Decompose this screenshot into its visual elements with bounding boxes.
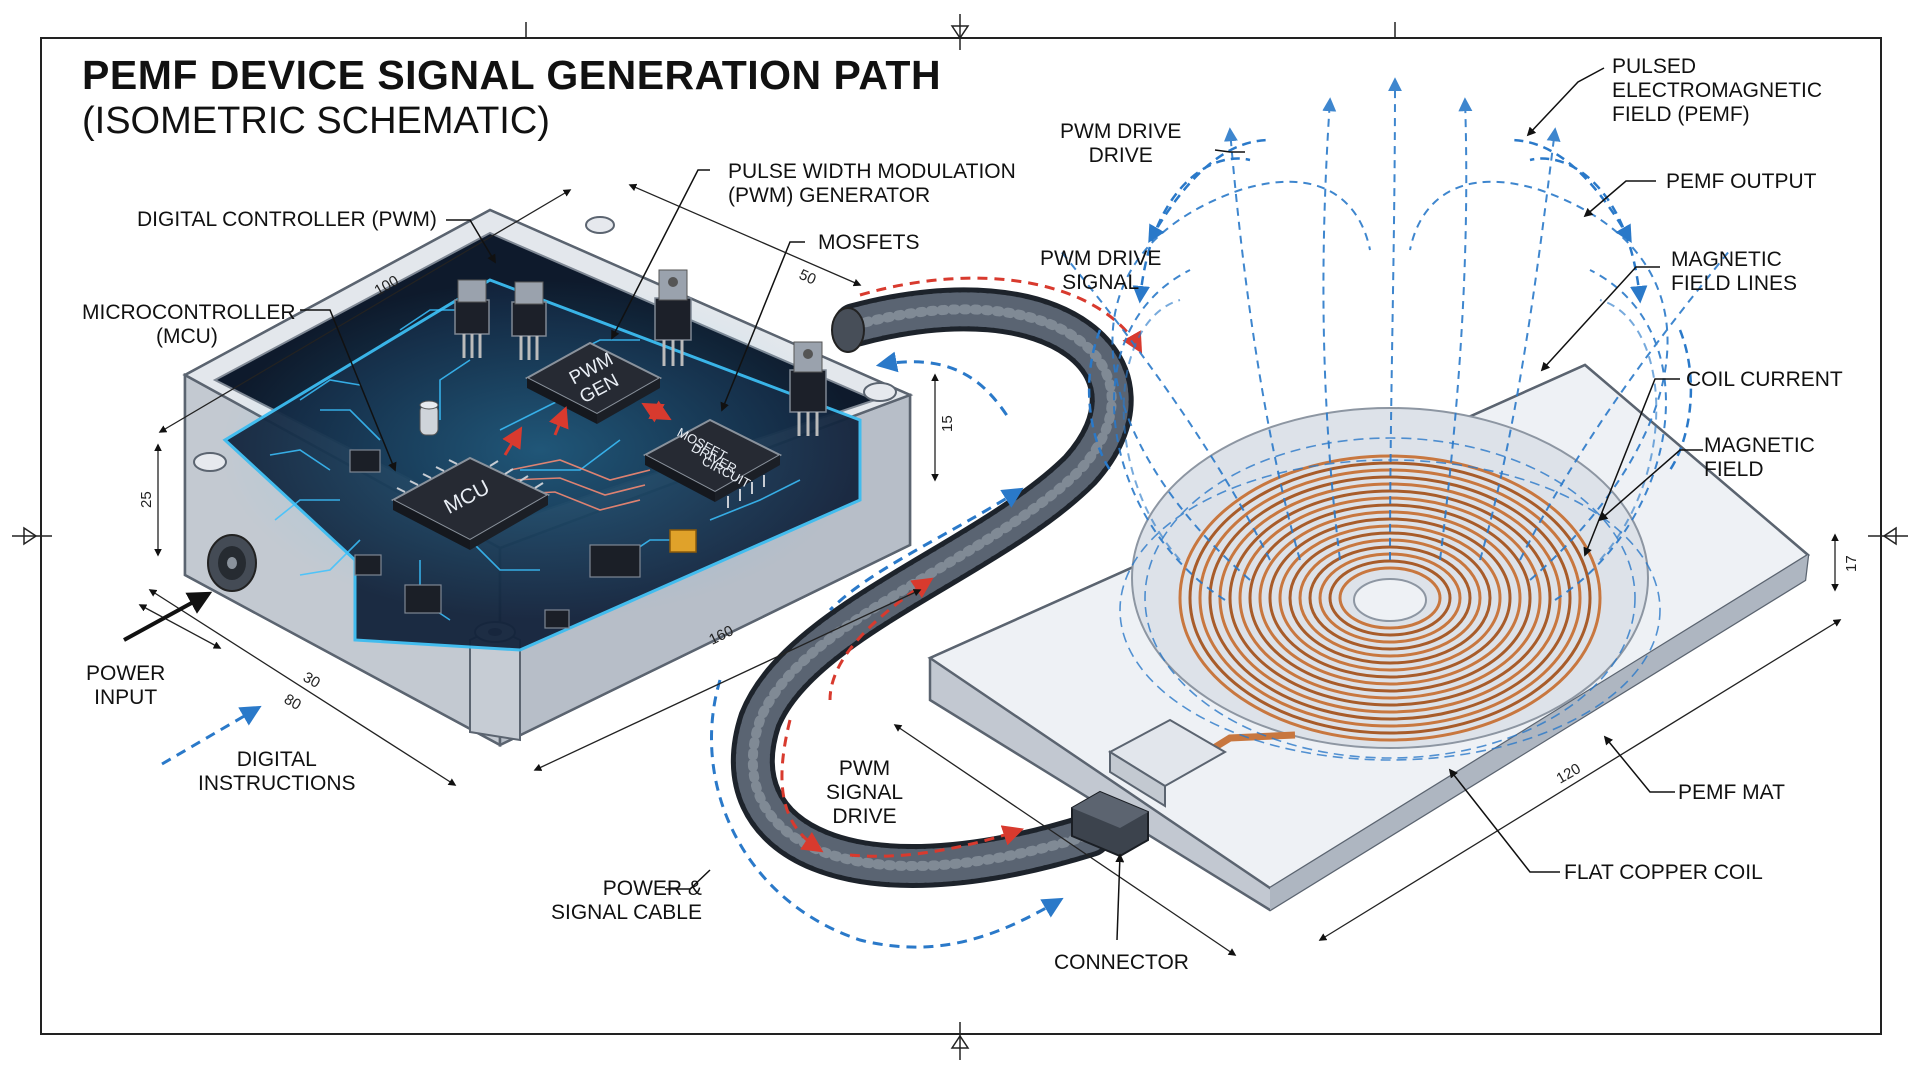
dimension-lines <box>138 183 1842 956</box>
label-pwm-drive-signal: PWM DRIVE SIGNAL <box>1040 247 1162 294</box>
digital-instructions-arrow <box>161 705 262 766</box>
crystal <box>669 529 697 553</box>
label-pwm-signal-drive: PWM SIGNAL DRIVE <box>826 757 904 828</box>
power-jack <box>207 534 257 592</box>
label-magnetic-field-lines: MAGNETIC FIELD LINES <box>1671 248 1798 295</box>
label-magnetic-field: MAGNETIC FIELD <box>1704 434 1815 481</box>
label-coil-current: COIL CURRENT <box>1686 368 1843 391</box>
dim-base-front: 30 <box>300 669 323 692</box>
label-digital-instructions: DIGITAL INSTRUCTIONS <box>198 748 356 795</box>
label-pemf-mat: PEMF MAT <box>1678 781 1785 804</box>
dim-wall-height: 15 <box>939 415 956 432</box>
dim-mat-thickness: 17 <box>1843 555 1860 572</box>
label-pulsed-field: PULSED ELECTROMAGNETIC FIELD (PEMF) <box>1612 55 1823 126</box>
label-digital-controller: DIGITAL CONTROLLER (PWM) <box>137 208 437 231</box>
mosfet-driver-chip: MOSFET DRIVER CIRCUIT <box>642 418 783 508</box>
dim-box-width: 50 <box>796 266 818 288</box>
label-power-signal-cable: POWER & SIGNAL CABLE <box>551 877 702 924</box>
label-power-input: POWER INPUT <box>86 662 166 709</box>
mosfet-2 <box>789 341 827 436</box>
leader-lines <box>300 67 1703 941</box>
label-microcontroller: MICROCONTROLLER (MCU) <box>82 301 296 348</box>
frame-ticks <box>12 14 1908 1060</box>
label-pemf-output: PEMF OUTPUT <box>1666 170 1817 193</box>
power-input-arrow <box>123 591 213 642</box>
label-pwm-generator: PULSE WIDTH MODULATION (PWM) GENERATOR <box>728 160 1016 207</box>
mcu-chip: MCU <box>390 456 551 550</box>
page-subtitle: (ISOMETRIC SCHEMATIC) <box>82 100 550 142</box>
label-flat-copper-coil: FLAT COPPER COIL <box>1564 861 1763 884</box>
dim-mat-length: 120 <box>1554 760 1584 787</box>
capacitor <box>419 400 439 436</box>
input-arrows <box>123 591 262 766</box>
dim-box-height: 25 <box>138 491 155 508</box>
label-connector: CONNECTOR <box>1054 951 1189 974</box>
label-mosfets: MOSFETS <box>818 231 920 254</box>
dim-base-side: 80 <box>281 691 304 714</box>
field-arcs <box>1087 138 1693 471</box>
page-title: PEMF DEVICE SIGNAL GENERATION PATH <box>82 52 942 98</box>
label-pwm-drive-drive: PWM DRIVE DRIVE <box>1060 120 1182 167</box>
